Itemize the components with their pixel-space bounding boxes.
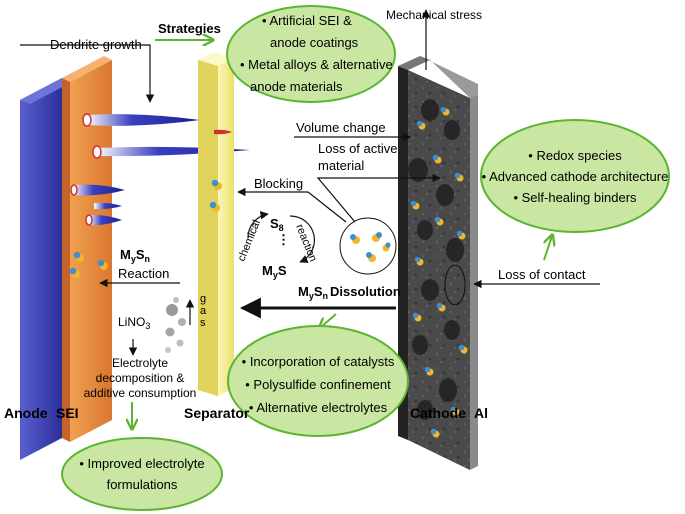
separator-label: Separator bbox=[184, 405, 250, 421]
s8-label: S8 bbox=[270, 216, 284, 233]
bubble-dissolution: • Incorporation of catalysts • Polysulfi… bbox=[227, 325, 409, 437]
blocking-label: Blocking bbox=[254, 176, 303, 191]
bubble-top-line-4: anode materials bbox=[250, 79, 343, 94]
dissolution-label: Dissolution bbox=[330, 284, 401, 299]
detached-particles bbox=[350, 232, 391, 262]
mysn-dissolution-formula: MySn bbox=[298, 284, 328, 301]
cathode-label: Cathode bbox=[410, 405, 466, 421]
bubble-dissolution-line-2: • Polysulfide confinement bbox=[245, 377, 391, 392]
al-top bbox=[420, 56, 478, 98]
dendrite-3 bbox=[72, 184, 125, 196]
cathode-top bbox=[398, 56, 430, 70]
bubble-dissolution-line-3: • Alternative electrolytes bbox=[249, 400, 388, 415]
detached-particles-circle bbox=[339, 217, 397, 275]
contact-loss-circle bbox=[444, 264, 466, 306]
bubble-electrolyte-line-1: • Improved electrolyte bbox=[79, 456, 204, 471]
contact-strategy-arrow bbox=[543, 236, 552, 261]
loss-of-contact-label: Loss of contact bbox=[498, 267, 586, 282]
anode-label: Anode bbox=[4, 405, 48, 421]
bubble-top-line-3: • Metal alloys & alternative bbox=[240, 57, 393, 72]
mysn-reaction-formula: MySn bbox=[120, 247, 150, 264]
mys-label: MyS bbox=[262, 263, 287, 280]
al-label: Al bbox=[474, 405, 488, 421]
loss-active-arrow bbox=[316, 173, 441, 223]
strategies-label: Strategies bbox=[158, 21, 221, 36]
dendrite-growth-label: Dendrite growth bbox=[50, 37, 142, 52]
dendrite-root bbox=[85, 214, 93, 226]
separator-side bbox=[198, 60, 218, 396]
bubble-top-line-1: • Artificial SEI & bbox=[262, 13, 352, 28]
blocking-arrow bbox=[237, 187, 347, 223]
electrolyte-label-2: decomposition & bbox=[96, 371, 185, 385]
cathode-pores bbox=[408, 99, 464, 420]
separator-membrane bbox=[198, 52, 234, 396]
gas-letter-g: g bbox=[200, 293, 206, 305]
bubble-top-line-2: anode coatings bbox=[270, 35, 359, 50]
anode-top bbox=[20, 78, 72, 104]
bubble-dissolution-line-1: • Incorporation of catalysts bbox=[242, 354, 395, 369]
bubble-electrolyte-line-2: formulations bbox=[107, 477, 178, 492]
reaction-cycle-label: reaction bbox=[293, 223, 319, 264]
dendrite-4 bbox=[94, 202, 122, 210]
dendrite-root bbox=[92, 145, 102, 159]
dendrite-root bbox=[70, 184, 78, 196]
cycle-arrow-right bbox=[289, 215, 316, 263]
cathode-electrode bbox=[398, 56, 478, 470]
separator-penetration bbox=[214, 129, 232, 135]
anode-face bbox=[20, 78, 62, 460]
gas-letter-s: s bbox=[200, 317, 206, 329]
process-arrows bbox=[20, 9, 600, 356]
bubble-top: • Artificial SEI & anode coatings • Meta… bbox=[226, 5, 396, 103]
sei-edge bbox=[62, 78, 70, 442]
bubble-cathode-line-1: • Redox species bbox=[528, 148, 622, 163]
dendrite-arrow bbox=[20, 44, 155, 103]
dendrite-root bbox=[82, 113, 92, 127]
anode-electrode bbox=[20, 78, 72, 460]
electrolyte-label-1: Electrolyte bbox=[112, 356, 168, 370]
dendrite-1 bbox=[86, 114, 200, 126]
mechanical-stress-label: Mechanical stress bbox=[386, 8, 482, 22]
separator-face bbox=[218, 58, 234, 396]
sei-label: SEI bbox=[56, 405, 79, 421]
cathode-edge bbox=[398, 66, 408, 440]
sei-top bbox=[62, 56, 112, 82]
bubble-cathode-line-3: • Self-healing binders bbox=[513, 190, 637, 205]
loss-active-label-1: Loss of active bbox=[318, 141, 398, 156]
dendrite-5 bbox=[88, 214, 122, 226]
gas-letter-a: a bbox=[200, 305, 207, 317]
cycle-arrow-left bbox=[247, 211, 269, 239]
volume-change-label: Volume change bbox=[296, 120, 386, 135]
chemical-label: chemical bbox=[236, 218, 263, 263]
polysulfide-particles bbox=[69, 106, 468, 438]
bubble-cathode-line-2: • Advanced cathode architecture bbox=[482, 169, 669, 184]
loss-active-label-2: material bbox=[318, 158, 364, 173]
electrolyte-label-3: additive consumption bbox=[84, 386, 197, 400]
gas-bubbles bbox=[165, 297, 186, 353]
reaction-label: Reaction bbox=[118, 266, 169, 281]
cycle-dots: ⋮ bbox=[277, 232, 290, 247]
bubble-electrolyte: • Improved electrolyte formulations bbox=[61, 437, 223, 511]
bubble-cathode: • Redox species • Advanced cathode archi… bbox=[480, 119, 670, 233]
linox-label: LiNO3 bbox=[118, 315, 150, 331]
